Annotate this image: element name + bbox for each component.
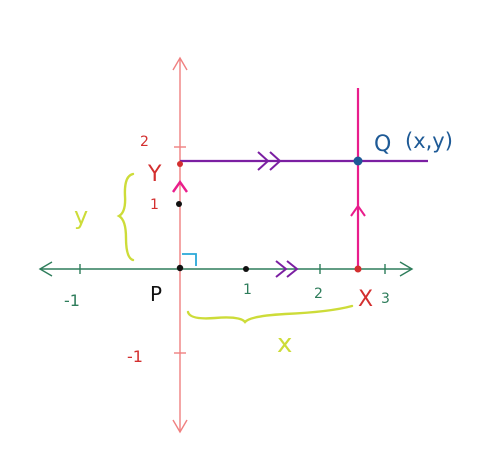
y-axis-up-arrow: [172, 56, 188, 71]
x-tick-label-3: 3: [381, 291, 390, 307]
x-tick-label-2: 2: [314, 286, 323, 302]
label-p: P: [150, 282, 162, 306]
y-tick-label-1: 1: [150, 197, 159, 213]
brace-label-y: y: [74, 202, 88, 230]
parallel-arrow-icon: [350, 204, 366, 217]
parallel-arrow-icon: [286, 260, 299, 278]
horizontal-line-y: [180, 151, 428, 171]
brace-y: [116, 172, 135, 262]
point-x: [354, 265, 362, 273]
parallel-arrow-icon: [257, 151, 270, 171]
x-tick-label--1: -1: [64, 291, 80, 310]
y-tick-label--1: -1: [127, 347, 143, 366]
y-axis-parallel-arrow-icon: [172, 179, 188, 193]
label-x: X: [358, 287, 373, 312]
x-axis-right-arrow: [399, 261, 414, 277]
label-y: Y: [147, 162, 162, 187]
right-angle-marker: [182, 253, 197, 266]
y-tick-label-2: 2: [140, 134, 149, 150]
label-q-coords: (x,y): [405, 129, 453, 153]
x-tick-label-1: 1: [243, 282, 252, 298]
point-p: [176, 264, 184, 272]
x-axis: [38, 261, 414, 277]
point-unit-x: [243, 266, 249, 272]
parallel-arrow-icon: [275, 260, 288, 278]
y-axis: [172, 56, 188, 434]
point-q: [353, 156, 363, 166]
vertical-line-x: [350, 88, 366, 271]
parallel-arrow-icon: [269, 151, 282, 171]
point-unit-y: [176, 201, 182, 207]
brace-x: [186, 304, 354, 324]
point-y: [177, 161, 183, 167]
brace-label-x: x: [277, 329, 292, 359]
x-axis-left-arrow: [38, 261, 53, 277]
x-axis-parallel-arrows: [275, 260, 299, 278]
y-axis-down-arrow: [172, 419, 188, 434]
label-q: Q: [374, 132, 391, 157]
